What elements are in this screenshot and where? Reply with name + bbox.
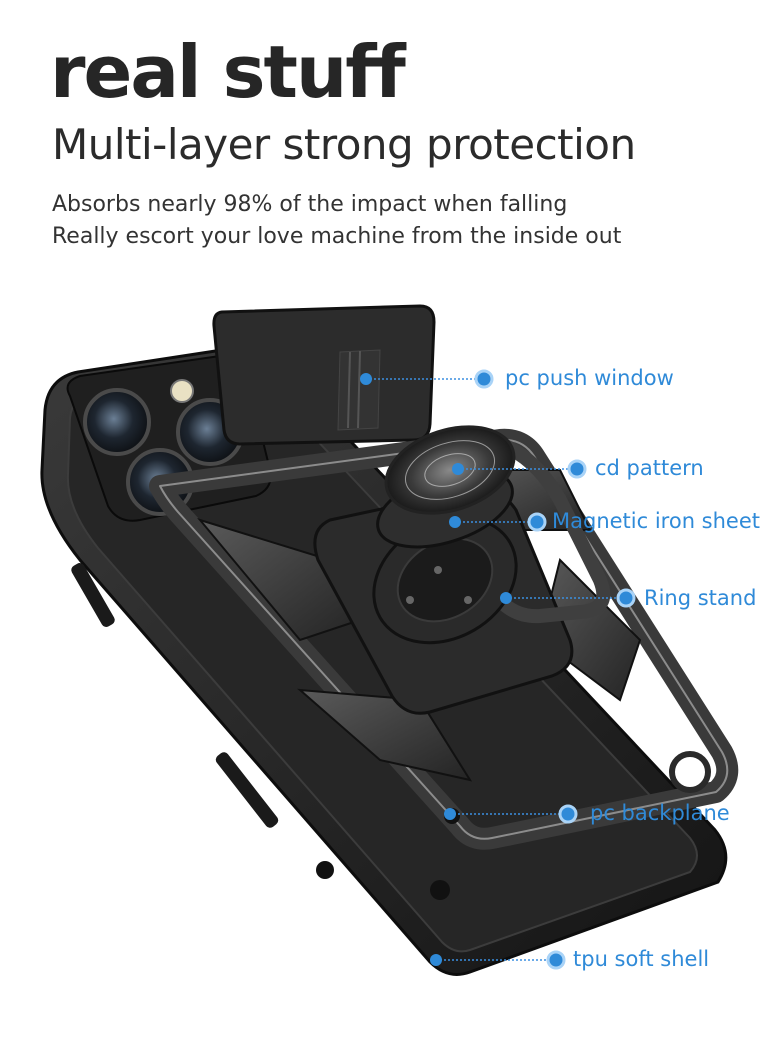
- callout-label-backplane: pc backplane: [590, 801, 730, 825]
- callout-label-soft-shell: tpu soft shell: [573, 947, 710, 971]
- callout-dot-cd-pattern-end: [567, 459, 587, 479]
- description-line-1: Absorbs nearly 98% of the impact when fa…: [52, 192, 568, 217]
- phone-case-exploded-illustration: [40, 304, 739, 976]
- callout-dot-soft-shell-origin: [430, 954, 442, 966]
- callout-label-ring-stand: Ring stand: [644, 586, 757, 610]
- callout-dot-ring-stand-origin: [500, 592, 512, 604]
- headline: real stuff: [50, 30, 406, 114]
- callout-label-cd-pattern: cd pattern: [595, 456, 704, 480]
- callout-label-push-window: pc push window: [505, 366, 674, 390]
- callout-dot-cd-pattern-origin: [452, 463, 464, 475]
- callout-dot-ring-stand-end: [616, 588, 636, 608]
- cd-pattern-disc: [384, 425, 516, 515]
- callout-dot-push-window-end: [474, 369, 494, 389]
- pc-push-window: [212, 304, 436, 446]
- camera-lens-1: [83, 388, 151, 456]
- camera-flash: [170, 379, 194, 403]
- callout-lines: [360, 369, 636, 970]
- callout-dot-backplane-end: [558, 804, 578, 824]
- callout-label-magnetic-sheet: Magnetic iron sheet: [552, 509, 761, 533]
- subheadline: Multi-layer strong protection: [52, 120, 636, 169]
- callout-dot-magnetic-sheet-end: [527, 512, 547, 532]
- callout-dot-push-window-origin: [360, 373, 372, 385]
- callout-dot-backplane-origin: [444, 808, 456, 820]
- description-line-2: Really escort your love machine from the…: [52, 224, 622, 249]
- callout-dot-soft-shell-end: [546, 950, 566, 970]
- callout-dot-magnetic-sheet-origin: [449, 516, 461, 528]
